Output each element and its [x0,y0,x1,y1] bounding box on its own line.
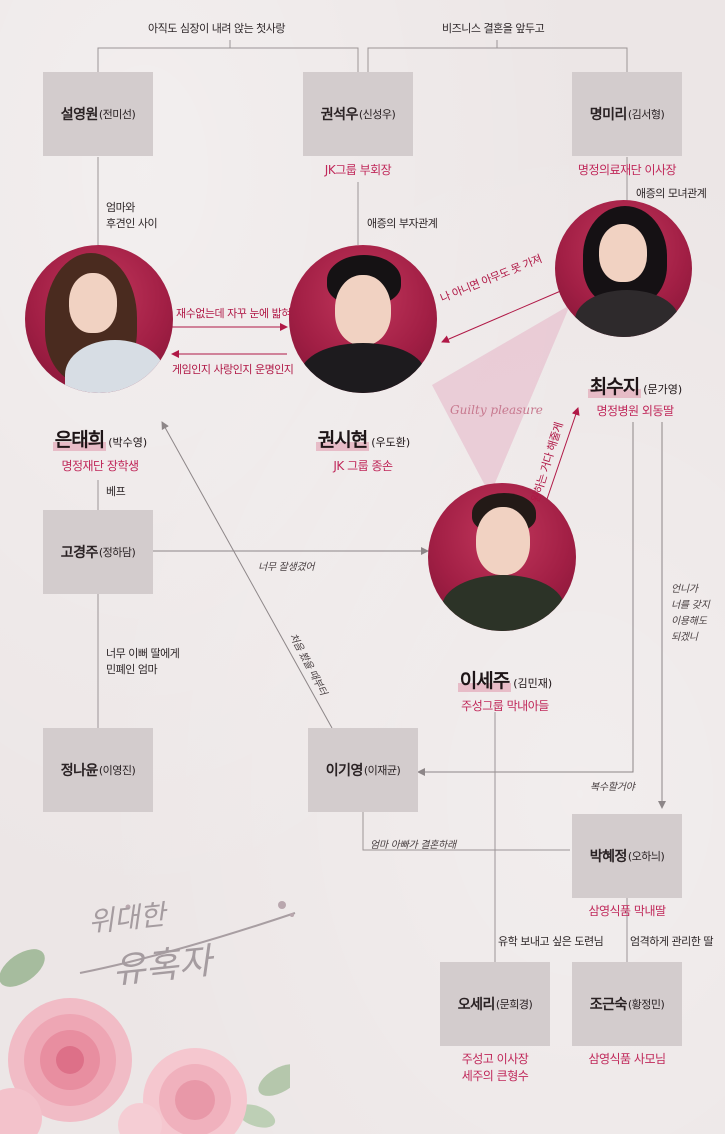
choi-name-block: 최수지(문가영) [555,372,715,399]
jo-actor: (황정민) [627,998,665,1011]
bff-note: 베프 [106,485,126,498]
jung-mom-line2: 민폐인 엄마 [106,663,158,676]
jo-name: 조근숙 [589,997,628,1013]
business-marriage-label: 비즈니스 결혼을 앞두고 [442,22,545,35]
jung-name: 정나윤 [60,763,99,779]
father-son-note: 애증의 부자관계 [367,217,438,230]
kwonsh-name-block: 권시현(우도환) [278,425,448,452]
sh-to-th-note: 재수없는데 자꾸 눈에 밟혀 [176,307,291,320]
choi-name: 최수지 [587,376,642,398]
rose-decoration-icon [0,949,290,1134]
eun-name-block: 은태희(박수영) [15,425,185,452]
mom-guardian-line2: 후견인 사이 [106,217,158,230]
mom-guardian-note: 엄마와 후견인 사이 [106,200,158,232]
business-marriage-bracket [367,47,628,72]
lee-to-eun-arrow [161,421,333,729]
th-to-sh-note: 게임인지 사랑인지 운명인지 [172,363,294,376]
revenge-arrow [417,422,634,776]
leesj-name-block: 이세주(김민재) [420,666,590,693]
kwonsh-actor: (우도환) [371,436,411,449]
oh-role-line1: 주성고 이사장 [461,1052,529,1066]
revenge-note: 복수할거야 [590,782,635,793]
seol-actor: (전미선) [98,108,136,121]
jung-mom-note: 너무 이뻐 딸에게 민폐인 엄마 [106,646,180,678]
lee-box: 이기영(이재균) [308,728,418,812]
logo-line2: 유혹자 [110,940,214,993]
oh-name: 오세리 [457,997,496,1013]
choi-portrait [555,200,692,337]
guilty-pleasure-triangle [432,305,570,495]
mother-daughter-note: 애증의 모녀관계 [636,187,707,200]
title-logo: 위대한 유혹자 [70,895,310,995]
leesj-name: 이세주 [457,670,512,692]
oh-box: 오세리(문희경) [440,962,550,1046]
lee-name: 이기영 [325,763,364,779]
mom-guardian-line1: 엄마와 [106,201,135,214]
leesj-actor: (김민재) [513,677,553,690]
oh-note: 유학 보내고 싶은 도련님 [498,935,604,948]
kwonsh-portrait [289,245,437,393]
myung-actor: (김서형) [627,108,665,121]
kwonsw-role: JK그룹 부회장 [324,163,392,177]
park-actor: (오하늬) [627,850,665,863]
kwonsh-name: 권시현 [315,429,370,451]
kwonsh-role: JK 그룹 종손 [333,459,393,473]
oh-role: 주성고 이사장 세주의 큰형수 [430,1051,560,1085]
ko-to-sj-note: 너무 잘생겼어 [258,562,315,573]
myung-name: 명미리 [589,107,628,123]
choi-to-park-line1: 언니가 [671,584,698,595]
brush-stroke-icon [79,901,296,974]
oh-actor: (문희경) [495,998,533,1011]
jo-role: 삼영식품 사모님 [588,1052,666,1066]
kwonsw-name: 권석우 [320,107,359,123]
logo-line1: 위대한 [86,898,167,939]
eun-name: 은태희 [52,429,107,451]
kwonsw-box: 권석우(신성우) [303,72,413,156]
seol-box: 설영원(전미선) [43,72,153,156]
ko-box: 고경주(정하담) [43,510,153,594]
first-love-label: 아직도 심장이 내려 앉는 첫사랑 [148,22,286,35]
ko-actor: (정하담) [98,546,136,559]
choi-to-park-line4: 되겠니 [671,632,698,643]
lee-park-line [362,812,570,851]
jo-box: 조근숙(황정민) [572,962,682,1046]
eun-role: 명정재단 장학생 [61,459,139,473]
choi-to-park-line2: 너를 갖지 [671,600,710,611]
choi-to-park-note: 언니가 너를 갖지 이용해도 되겠니 [671,582,710,646]
eun-portrait [25,245,173,393]
eun-actor: (박수영) [108,436,148,449]
first-love-bracket [97,47,359,72]
kwonsw-actor: (신성우) [358,108,396,121]
choi-to-park-line3: 이용해도 [671,616,707,627]
leesj-portrait [428,483,576,631]
park-box: 박혜정(오하늬) [572,814,682,898]
seol-name: 설영원 [60,107,99,123]
guilty-pleasure-label: Guilty pleasure [450,403,543,417]
jo-note: 엄격하게 관리한 딸 [630,935,713,948]
sj-to-choi-arrow [544,407,580,506]
park-role: 삼영식품 막내딸 [588,904,666,918]
lee-actor: (이재균) [363,764,401,777]
choi-role: 명정병원 외동딸 [596,404,674,418]
choi-actor: (문가영) [643,383,683,396]
myung-box: 명미리(김서형) [572,72,682,156]
leesj-role: 주성그룹 막내아들 [461,699,549,713]
sj-to-sh-arrow [441,289,564,343]
oh-role-line2: 세주의 큰형수 [461,1069,529,1083]
park-name: 박혜정 [589,849,628,865]
ko-name: 고경주 [60,545,99,561]
jung-actor: (이영진) [98,764,136,777]
jung-box: 정나윤(이영진) [43,728,153,812]
myung-role: 명정의료재단 이사장 [577,163,677,177]
lee-to-park-note: 엄마 아빠가 결혼하래 [370,840,456,851]
jung-mom-line1: 너무 이뻐 딸에게 [106,647,180,660]
